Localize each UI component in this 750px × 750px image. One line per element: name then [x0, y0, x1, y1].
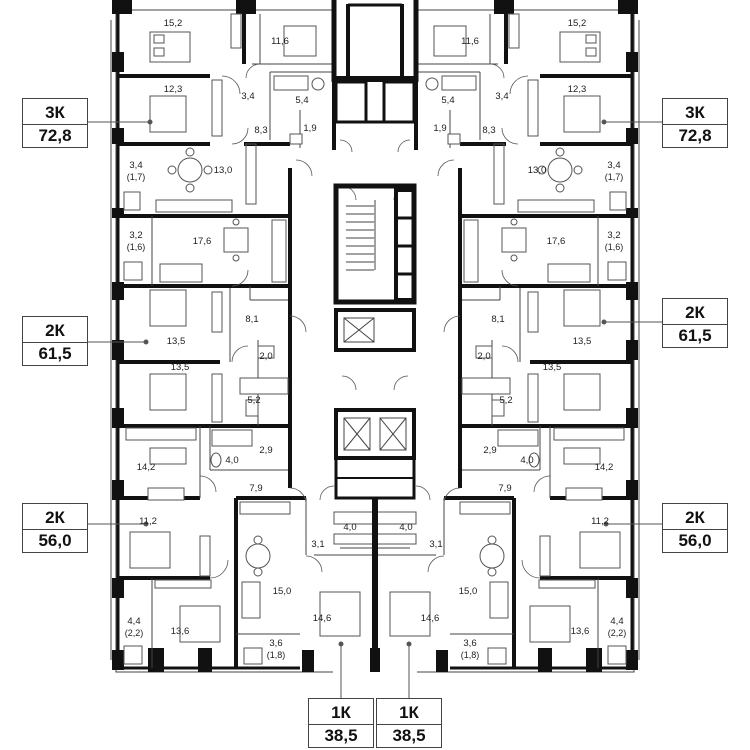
central-core: [331, 0, 419, 672]
apartment-badge-2k-56-right: 2К 56,0: [662, 503, 728, 553]
room-area: 5,4: [441, 95, 454, 106]
room-area: 13,6: [571, 626, 590, 637]
room-area: 4,0: [343, 522, 356, 533]
room-area: 2,9: [483, 445, 496, 456]
apartment-area: 38,5: [324, 726, 358, 745]
room-area: 11,6: [461, 36, 479, 47]
room-area: 4,4: [610, 616, 623, 627]
apartment-badge-3k-right: 3К 72,8: [662, 98, 728, 148]
apartment-type: 2К: [23, 319, 87, 343]
room-area: 15,0: [459, 586, 478, 597]
room-area: 13,5: [573, 336, 592, 347]
room-area: 3,4: [495, 91, 508, 102]
room-area-secondary: (1,8): [461, 650, 480, 660]
room-area: 12,3: [164, 84, 183, 95]
room-area: 8,1: [491, 314, 504, 325]
room-area: 5,2: [499, 395, 512, 406]
room-area: 12,3: [568, 84, 587, 95]
apartment-area: 56,0: [38, 531, 72, 550]
room-area-secondary: (2,2): [125, 628, 144, 638]
apartment-badge-1k-left: 1К 38,5: [308, 698, 374, 748]
room-area: 3,2: [129, 230, 142, 241]
room-area-secondary: (1,7): [127, 172, 146, 182]
apartment-area: 61,5: [38, 344, 72, 363]
room-area: 1,9: [433, 123, 446, 134]
callout-lines: [88, 119, 662, 700]
room-area-secondary: (2,2): [608, 628, 627, 638]
room-area: 17,6: [547, 236, 566, 247]
apartment-area: 38,5: [392, 726, 426, 745]
room-area: 7,9: [249, 483, 262, 494]
apartment-badge-2k-56-left: 2К 56,0: [22, 503, 88, 553]
room-area: 15,2: [568, 18, 587, 29]
apartment-type: 2К: [23, 506, 87, 530]
apartment-badge-2k-61-left: 2К 61,5: [22, 316, 88, 366]
room-area-secondary: (1,8): [267, 650, 286, 660]
apartment-type: 2К: [663, 301, 727, 325]
apartment-type: 1К: [377, 701, 441, 725]
apartment-area: 56,0: [678, 531, 712, 550]
room-area: 14,2: [137, 462, 156, 473]
room-area: 4,4: [127, 616, 140, 627]
room-area-secondary: (1,6): [605, 242, 624, 252]
apartment-area: 72,8: [678, 126, 712, 145]
room-area: 15,0: [273, 586, 292, 597]
room-area-secondary: (1,6): [127, 242, 146, 252]
room-area: 3,1: [311, 539, 324, 550]
room-area: 8,1: [245, 314, 258, 325]
room-area: 11,2: [139, 516, 157, 527]
room-area: 4,0: [399, 522, 412, 533]
room-area: 14,6: [421, 613, 440, 624]
apartment-badge-3k-left: 3К 72,8: [22, 98, 88, 148]
apartment-type: 2К: [663, 506, 727, 530]
room-area: 2,0: [259, 351, 272, 362]
room-area: 3,6: [463, 638, 476, 649]
room-area: 11,6: [271, 36, 289, 47]
room-area: 8,3: [482, 125, 495, 136]
room-area: 13,6: [171, 626, 190, 637]
apartment-type: 1К: [309, 701, 373, 725]
room-area: 13,0: [528, 165, 547, 176]
room-area: 13,5: [167, 336, 186, 347]
room-area: 3,1: [429, 539, 442, 550]
room-area: 13,5: [543, 362, 562, 373]
room-area: 3,4: [129, 160, 142, 171]
room-area: 13,5: [171, 362, 190, 373]
apartment-type: 3К: [23, 101, 87, 125]
room-area: 3,4: [607, 160, 620, 171]
apartment-badge-2k-61-right: 2К 61,5: [662, 298, 728, 348]
apartment-area: 72,8: [38, 126, 72, 145]
room-area: 14,2: [595, 462, 614, 473]
room-area: 14,6: [313, 613, 332, 624]
room-area: 1,9: [303, 123, 316, 134]
room-area: 7,9: [498, 483, 511, 494]
room-area: 15,2: [164, 18, 183, 29]
apartment-type: 3К: [663, 101, 727, 125]
room-area-secondary: (1,7): [605, 172, 624, 182]
room-area: 3,4: [241, 91, 254, 102]
room-area: 5,4: [295, 95, 308, 106]
room-area: 2,0: [477, 351, 490, 362]
room-area: 8,3: [254, 125, 267, 136]
room-area: 2,9: [259, 445, 272, 456]
room-area: 13,0: [214, 165, 233, 176]
room-area: 11,2: [591, 516, 609, 527]
room-area: 5,2: [247, 395, 260, 406]
room-area: 4,0: [225, 455, 238, 466]
room-area: 4,0: [520, 455, 533, 466]
room-labels: 15,2 15,2 11,6 11,6 12,3 12,3 3,4 3,4 5,…: [125, 18, 627, 660]
room-area: 17,6: [193, 236, 212, 247]
room-area: 3,2: [607, 230, 620, 241]
apartment-area: 61,5: [678, 326, 712, 345]
room-area: 3,6: [269, 638, 282, 649]
apartment-badge-1k-right: 1К 38,5: [376, 698, 442, 748]
